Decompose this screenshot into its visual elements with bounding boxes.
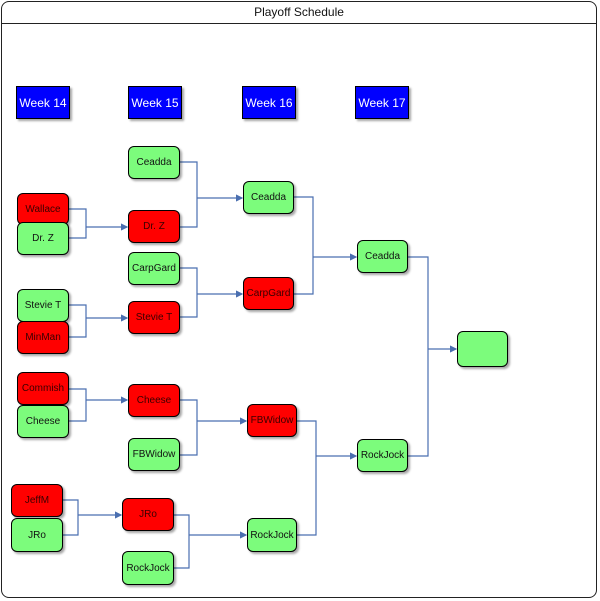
team-box-ceadda: Ceadda bbox=[357, 240, 408, 273]
team-box-stevie-t: Stevie T bbox=[17, 289, 69, 322]
team-box-cheese: Cheese bbox=[128, 384, 180, 417]
team-box-fbwidow: FBWidow bbox=[128, 438, 180, 471]
page-title: Playoff Schedule bbox=[2, 2, 596, 24]
team-box-rockjock: RockJock bbox=[247, 518, 297, 552]
team-box-wallace: Wallace bbox=[17, 193, 69, 225]
team-box-rockjock: RockJock bbox=[122, 551, 174, 585]
team-box-ceadda: Ceadda bbox=[128, 146, 180, 179]
team-box-jeffm: JeffM bbox=[11, 484, 63, 517]
team-box-carpgard: CarpGard bbox=[243, 277, 294, 310]
team-box-ceadda: Ceadda bbox=[243, 181, 294, 214]
week-header-16: Week 16 bbox=[242, 86, 296, 119]
team-box-carpgard: CarpGard bbox=[128, 252, 180, 285]
week-header-15: Week 15 bbox=[128, 86, 182, 119]
team-box-dr-z: Dr. Z bbox=[128, 210, 180, 243]
week-header-17: Week 17 bbox=[355, 86, 409, 119]
team-box-cheese: Cheese bbox=[17, 405, 69, 438]
team-box-jro: JRo bbox=[122, 498, 174, 531]
team-box-stevie-t: Stevie T bbox=[128, 301, 180, 334]
champion-box bbox=[457, 331, 508, 367]
team-box-commish: Commish bbox=[17, 372, 69, 405]
team-box-jro: JRo bbox=[11, 518, 63, 552]
team-box-fbwidow: FBWidow bbox=[247, 404, 297, 437]
week-header-14: Week 14 bbox=[16, 86, 70, 119]
team-box-rockjock: RockJock bbox=[357, 439, 408, 472]
team-box-dr-z: Dr. Z bbox=[17, 222, 69, 255]
team-box-minman: MinMan bbox=[17, 321, 69, 354]
